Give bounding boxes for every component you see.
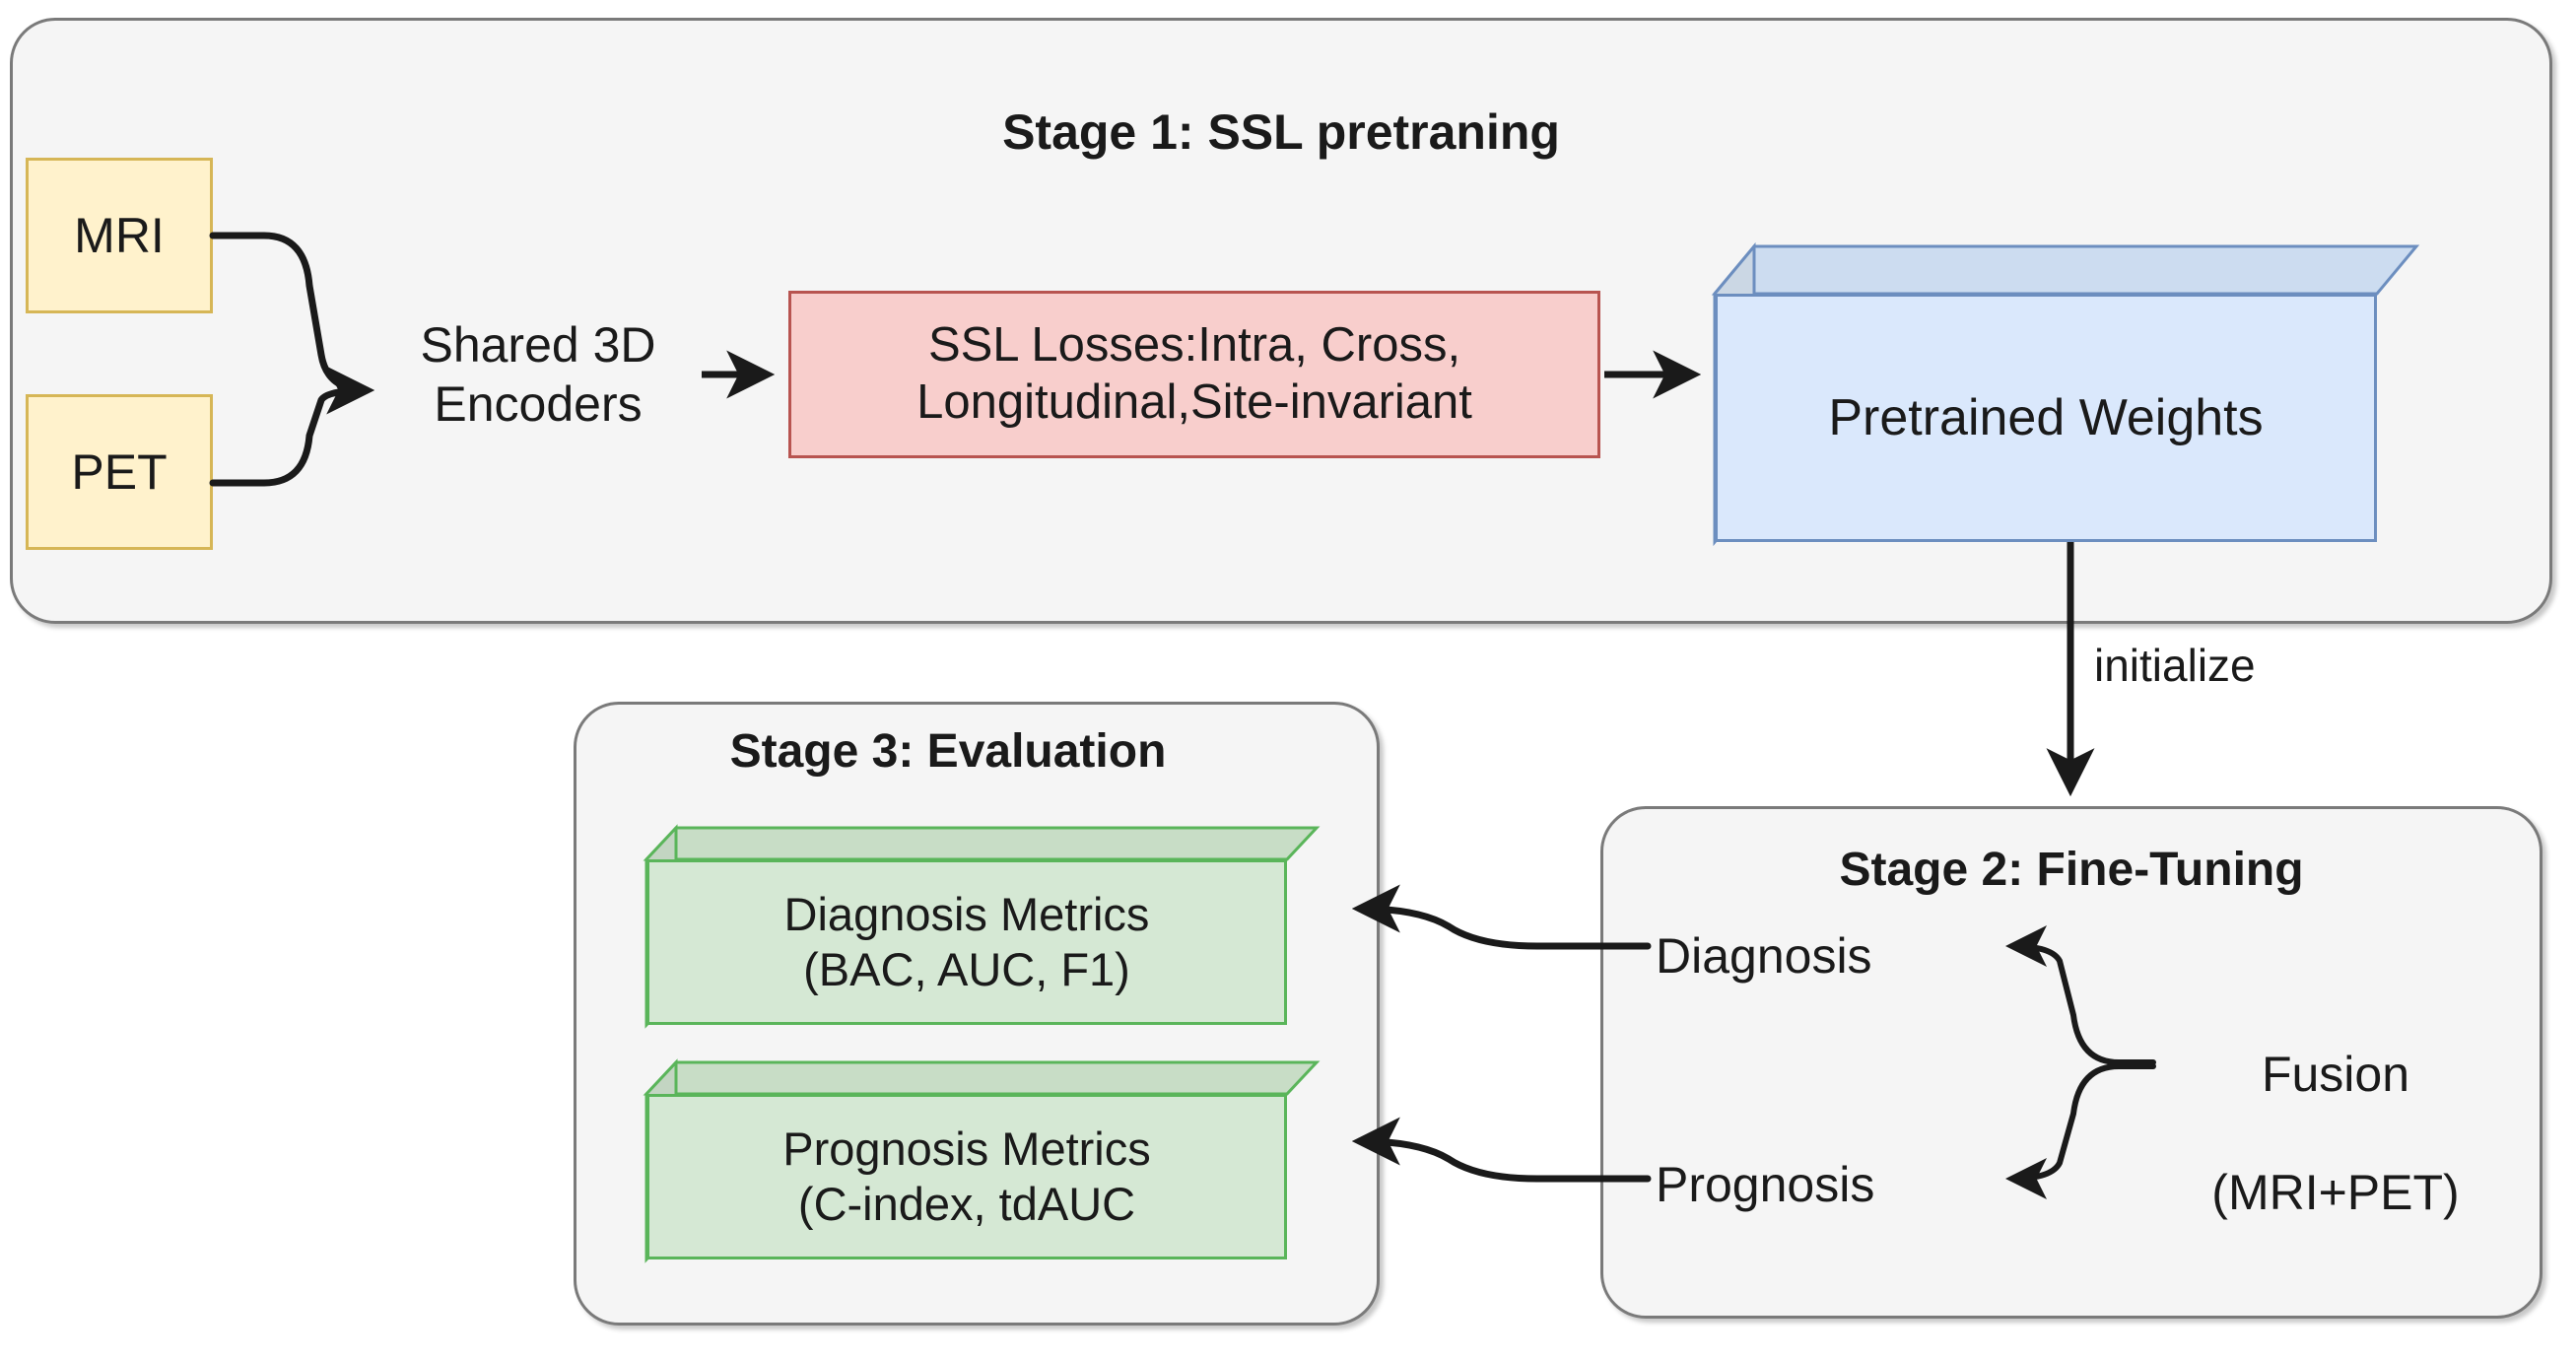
input-box-pet-label: PET (71, 443, 168, 500)
fusion-label: Fusion (MRI+PET) (2158, 986, 2513, 1281)
fusion-line-2: (MRI+PET) (2211, 1165, 2460, 1220)
diagnosis-metrics-line-2: (BAC, AUC, F1) (803, 943, 1130, 995)
shared-3d-encoders-label: Shared 3D Encoders (420, 317, 656, 432)
task-label-prognosis[interactable]: Prognosis (1656, 1157, 1875, 1212)
ssl-losses-line-1: SSL Losses:Intra, Cross, (927, 318, 1461, 373)
prognosis-metrics-cube[interactable]: Prognosis Metrics (C-index, tdAUC (643, 1058, 1321, 1263)
pretrained-weights-cube[interactable]: Pretrained Weights (1711, 241, 2420, 547)
stage-2-title: Stage 2: Fine-Tuning (1839, 844, 2304, 896)
pretrained-weights-front-face: Pretrained Weights (1715, 294, 2377, 542)
prognosis-metrics-line-1: Prognosis Metrics (782, 1122, 1151, 1175)
prognosis-metrics-front-face: Prognosis Metrics (C-index, tdAUC (646, 1094, 1287, 1259)
diagnosis-metrics-cube[interactable]: Diagnosis Metrics (BAC, AUC, F1) (643, 824, 1321, 1029)
pretrained-weights-label: Pretrained Weights (1828, 388, 2264, 446)
ssl-losses-line-2: Longitudinal,Site-invariant (916, 375, 1472, 429)
fusion-line-1: Fusion (2261, 1047, 2410, 1102)
input-box-mri[interactable]: MRI (26, 158, 213, 313)
edge-label-initialize: initialize (2094, 640, 2256, 691)
prognosis-metrics-line-2: (C-index, tdAUC (797, 1178, 1136, 1230)
diagnosis-metrics-front-face: Diagnosis Metrics (BAC, AUC, F1) (646, 859, 1287, 1025)
diagnosis-metrics-line-1: Diagnosis Metrics (783, 887, 1150, 940)
input-box-mri-label: MRI (74, 207, 165, 263)
task-label-diagnosis[interactable]: Diagnosis (1656, 928, 1872, 984)
ssl-losses-box[interactable]: SSL Losses:Intra, Cross, Longitudinal,Si… (788, 291, 1600, 458)
stage-3-title: Stage 3: Evaluation (729, 725, 1167, 778)
stage-1-title: Stage 1: SSL pretraning (1002, 104, 1560, 160)
input-box-pet[interactable]: PET (26, 394, 213, 550)
